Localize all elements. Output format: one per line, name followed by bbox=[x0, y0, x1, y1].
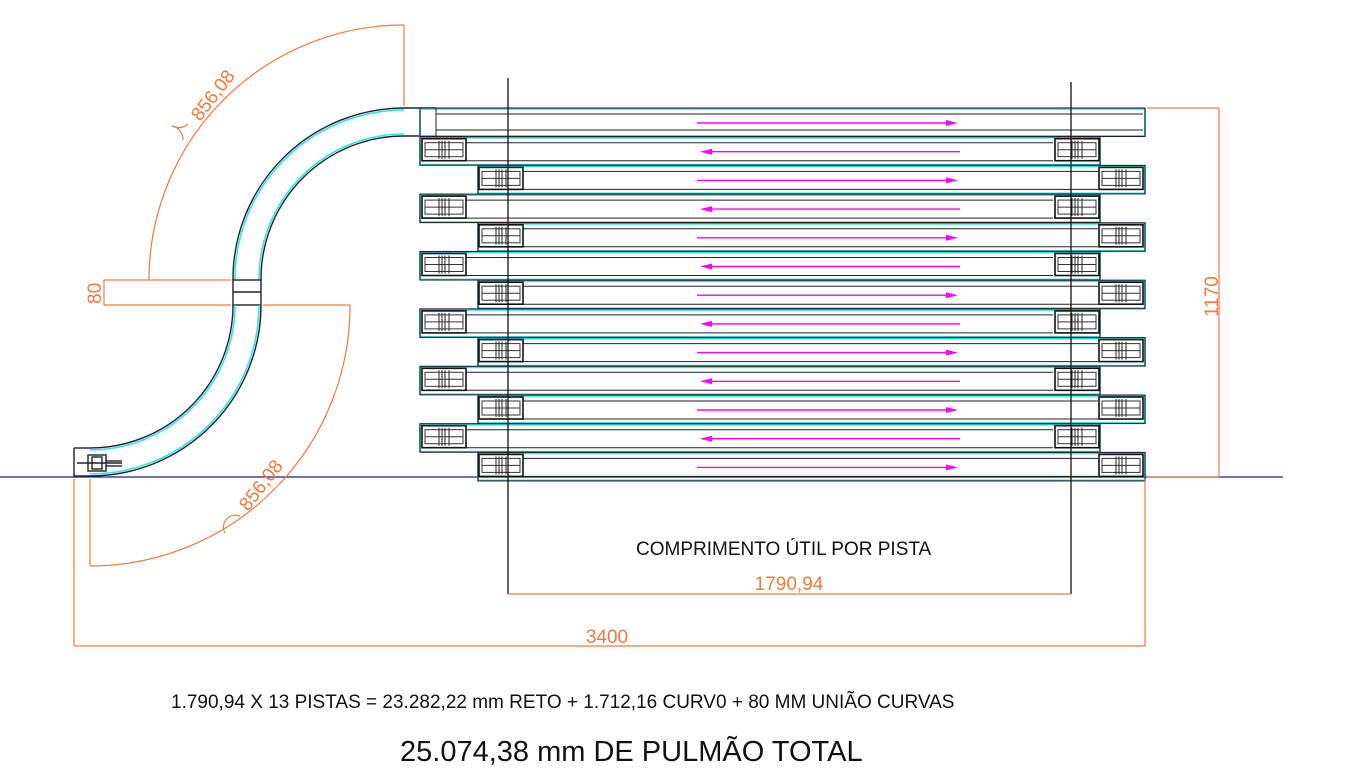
dimension-curve-top: 856,08 bbox=[148, 24, 405, 281]
motor-icon bbox=[1054, 137, 1100, 162]
dimension-union-label: 80 bbox=[85, 283, 106, 304]
motor-icon bbox=[1098, 338, 1144, 363]
total-text: 25.074,38 mm DE PULMÃO TOTAL bbox=[400, 736, 863, 768]
motor-icon bbox=[478, 338, 524, 363]
motor-icon bbox=[421, 424, 467, 449]
conveyor-lane bbox=[419, 136, 1101, 166]
dimension-height: 1170 bbox=[1147, 107, 1223, 478]
dimension-curve-top-label: 856,08 bbox=[187, 66, 239, 125]
motor-icon bbox=[1098, 281, 1144, 306]
arrow-left-icon bbox=[700, 148, 960, 155]
conveyor-lane bbox=[419, 308, 1101, 338]
motor-icon bbox=[421, 367, 467, 392]
arrow-left-icon bbox=[700, 263, 960, 270]
motor-icon bbox=[1054, 310, 1100, 334]
motor-icon bbox=[421, 310, 467, 334]
conveyor-lane bbox=[419, 107, 1146, 138]
arrow-right-icon bbox=[697, 120, 958, 126]
motor-icon bbox=[1098, 396, 1144, 420]
conveyor-lane bbox=[477, 164, 1146, 195]
dimension-height-label: 1170 bbox=[1202, 276, 1223, 317]
arrow-right-icon bbox=[697, 234, 958, 241]
s-curve-conveyor bbox=[73, 107, 436, 477]
conveyor-lane bbox=[477, 451, 1146, 482]
useful-length-caption: COMPRIMENTO ÚTIL POR PISTA bbox=[636, 539, 932, 560]
conveyor-lane bbox=[477, 394, 1146, 425]
conveyor-lane bbox=[477, 279, 1146, 310]
arrow-right-icon bbox=[697, 407, 958, 413]
motor-icon bbox=[421, 252, 467, 277]
conveyor-lane bbox=[419, 250, 1101, 281]
dimension-total-width-label: 3400 bbox=[586, 627, 628, 648]
motor-icon bbox=[1054, 252, 1100, 277]
arrow-left-icon bbox=[700, 435, 960, 442]
drive-motor-icon bbox=[77, 454, 122, 472]
motor-icon bbox=[1054, 195, 1100, 219]
motor-icon bbox=[478, 281, 524, 306]
conveyor-lane bbox=[477, 222, 1146, 252]
arrow-right-icon bbox=[697, 349, 958, 356]
motor-icon bbox=[1098, 453, 1144, 478]
motor-icon bbox=[421, 195, 467, 219]
motor-icon bbox=[478, 224, 524, 248]
motor-icon bbox=[421, 137, 467, 162]
dimension-useful-length-label: 1790,94 bbox=[755, 574, 824, 595]
motor-icon bbox=[478, 453, 524, 478]
dimension-useful-length: 1790,94 bbox=[507, 78, 1072, 595]
arrow-left-icon bbox=[700, 378, 960, 385]
conveyor-lane bbox=[419, 423, 1101, 453]
dimension-curve-bottom-label: 856,08 bbox=[235, 456, 287, 515]
motor-icon bbox=[1098, 166, 1144, 191]
conveyor-lane bbox=[419, 365, 1101, 396]
arrow-left-icon bbox=[700, 206, 960, 213]
arrow-right-icon bbox=[697, 292, 958, 299]
arrow-right-icon bbox=[697, 464, 958, 471]
conveyor-lane bbox=[419, 193, 1101, 224]
motor-icon bbox=[478, 396, 524, 420]
arrow-right-icon bbox=[697, 177, 958, 184]
motor-icon bbox=[1054, 424, 1100, 449]
motor-icon bbox=[1054, 367, 1100, 392]
conveyor-lane bbox=[477, 337, 1146, 367]
dimension-curve-bottom: 856,08 bbox=[89, 304, 351, 567]
formula-text: 1.790,94 X 13 PISTAS = 23.282,22 mm RETO… bbox=[171, 692, 955, 713]
dimension-total-width: 3400 bbox=[73, 479, 1146, 648]
conveyor-lanes bbox=[419, 107, 1146, 482]
motor-icon bbox=[478, 166, 524, 191]
motor-icon bbox=[1098, 224, 1144, 248]
dimension-union: 80 bbox=[85, 279, 231, 306]
arrow-left-icon bbox=[700, 320, 960, 327]
